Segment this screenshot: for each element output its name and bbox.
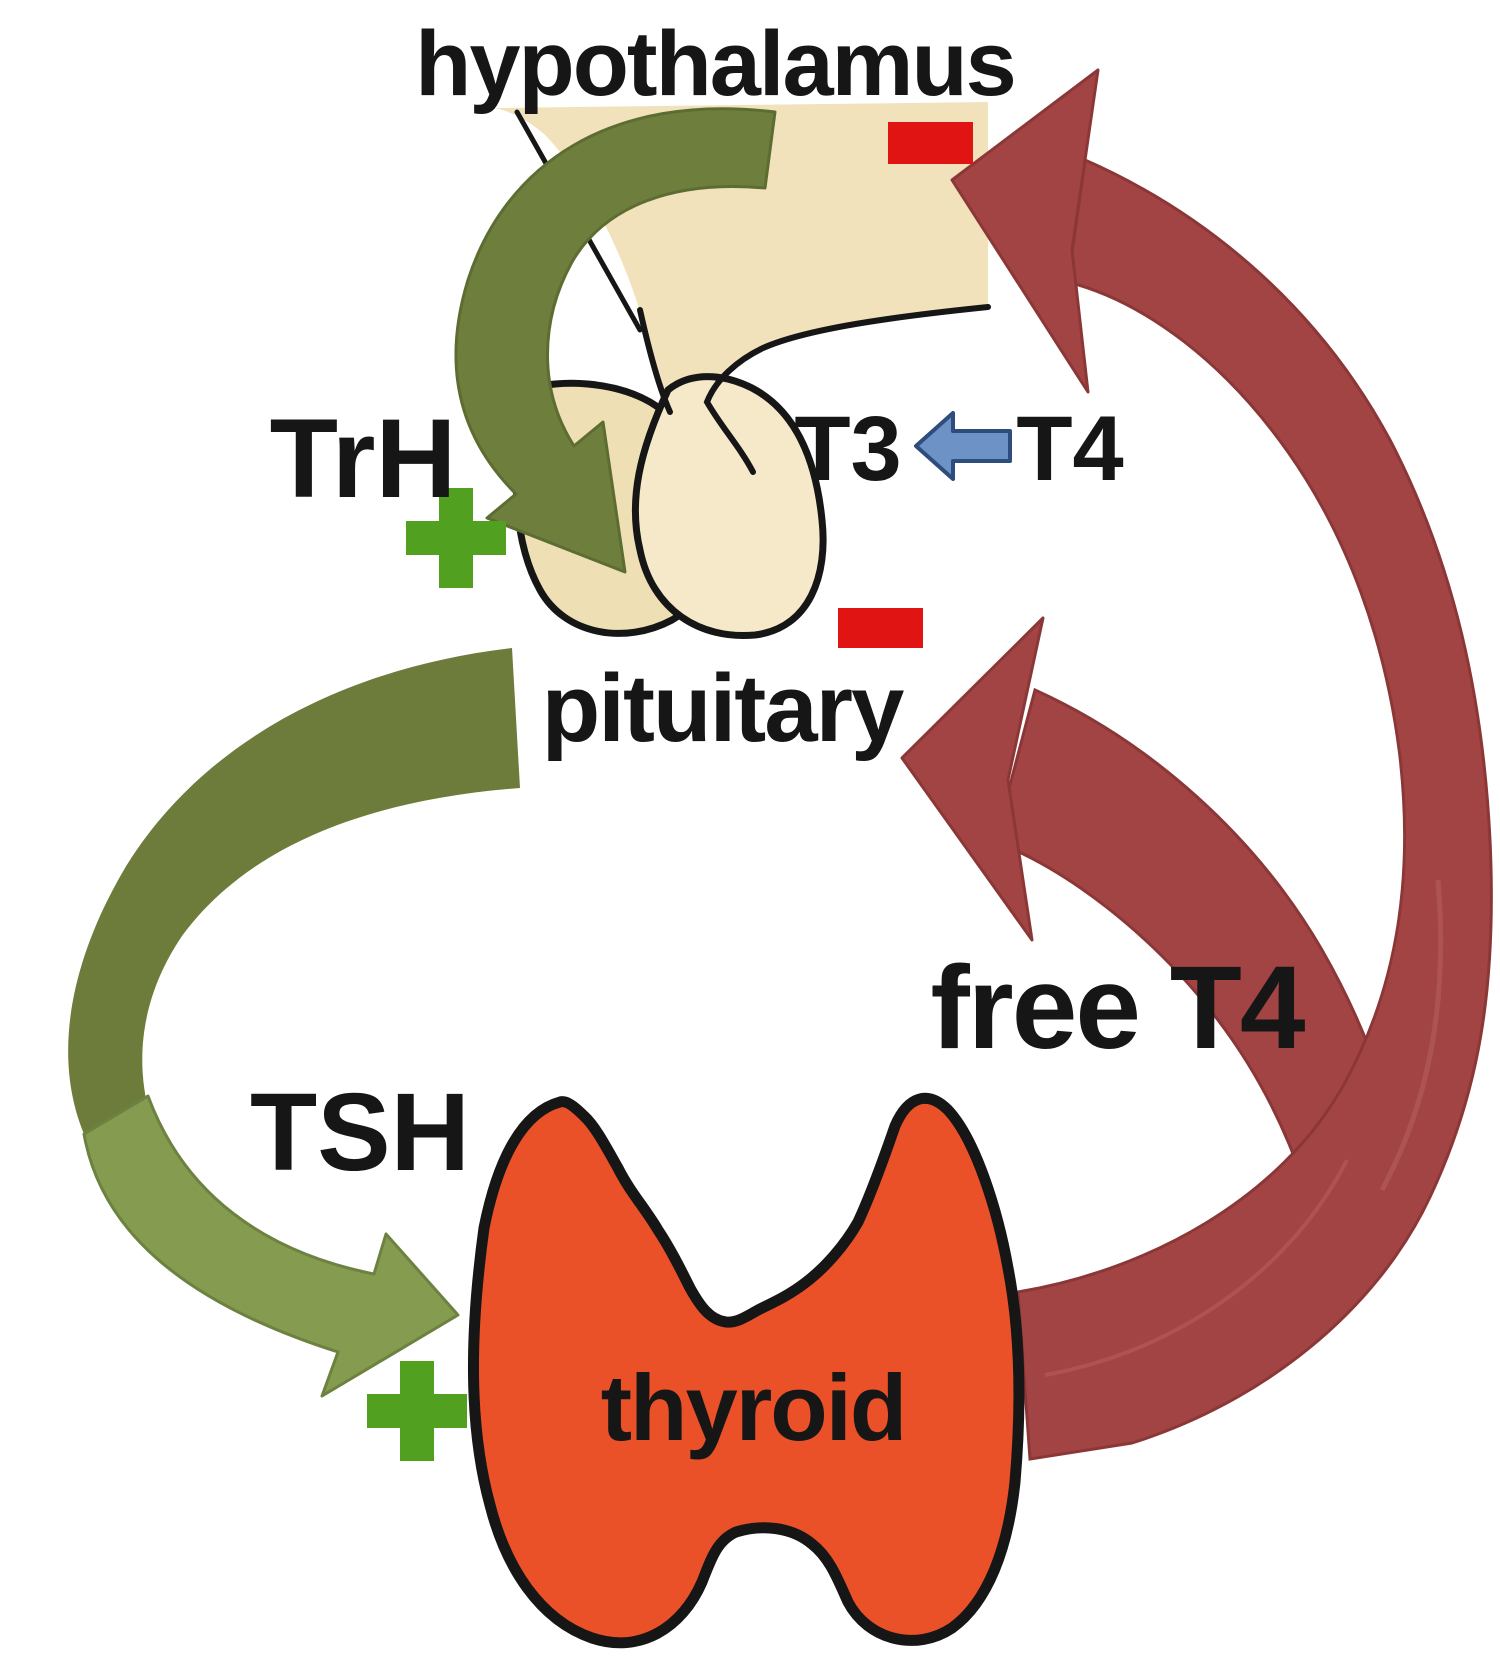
negative-feedback-arrows	[900, 68, 1493, 1461]
trh-label: TrH	[270, 396, 457, 521]
trh-arrow	[454, 107, 777, 574]
ribbon-crease-lower	[1044, 1159, 1349, 1377]
feedback-band-to-hypothalamus	[1016, 157, 1493, 1461]
minus-icon-hypothalamus	[888, 122, 973, 164]
thyroid-label: thyroid	[601, 1355, 906, 1460]
tsh-label: TSH	[250, 1071, 470, 1194]
feedback-arrowhead-pituitary	[900, 616, 1045, 942]
plus-icon	[400, 1361, 434, 1461]
thyroid-gland	[467, 1092, 1025, 1649]
free-t4-label: free T4	[931, 942, 1305, 1074]
tsh-arrow-band-dark	[68, 648, 521, 1134]
tsh-arrow	[68, 648, 521, 1398]
t4-label: T4	[1016, 398, 1123, 500]
gland-notch-outline	[703, 304, 991, 475]
feedback-arrowhead-hypothalamus	[950, 68, 1100, 394]
gland-stalk-outline	[637, 307, 673, 415]
trh-plus	[406, 488, 506, 588]
t3-label: T3	[794, 398, 901, 500]
t4-to-t3-arrow-icon	[914, 411, 1012, 481]
tsh-plus	[367, 1361, 467, 1461]
ribbon-crease-upper	[1379, 879, 1444, 1192]
hypothalamus-label: hypothalamus	[415, 13, 1015, 115]
tsh-arrowhead	[82, 1094, 460, 1398]
pituitary-label: pituitary	[542, 655, 904, 762]
plus-icon	[439, 488, 473, 588]
trh-arrow-shape	[454, 107, 777, 574]
minus-icon-pituitary	[838, 608, 923, 648]
pituitary-front-lobe	[631, 373, 827, 640]
thyroid-shape	[467, 1092, 1025, 1649]
